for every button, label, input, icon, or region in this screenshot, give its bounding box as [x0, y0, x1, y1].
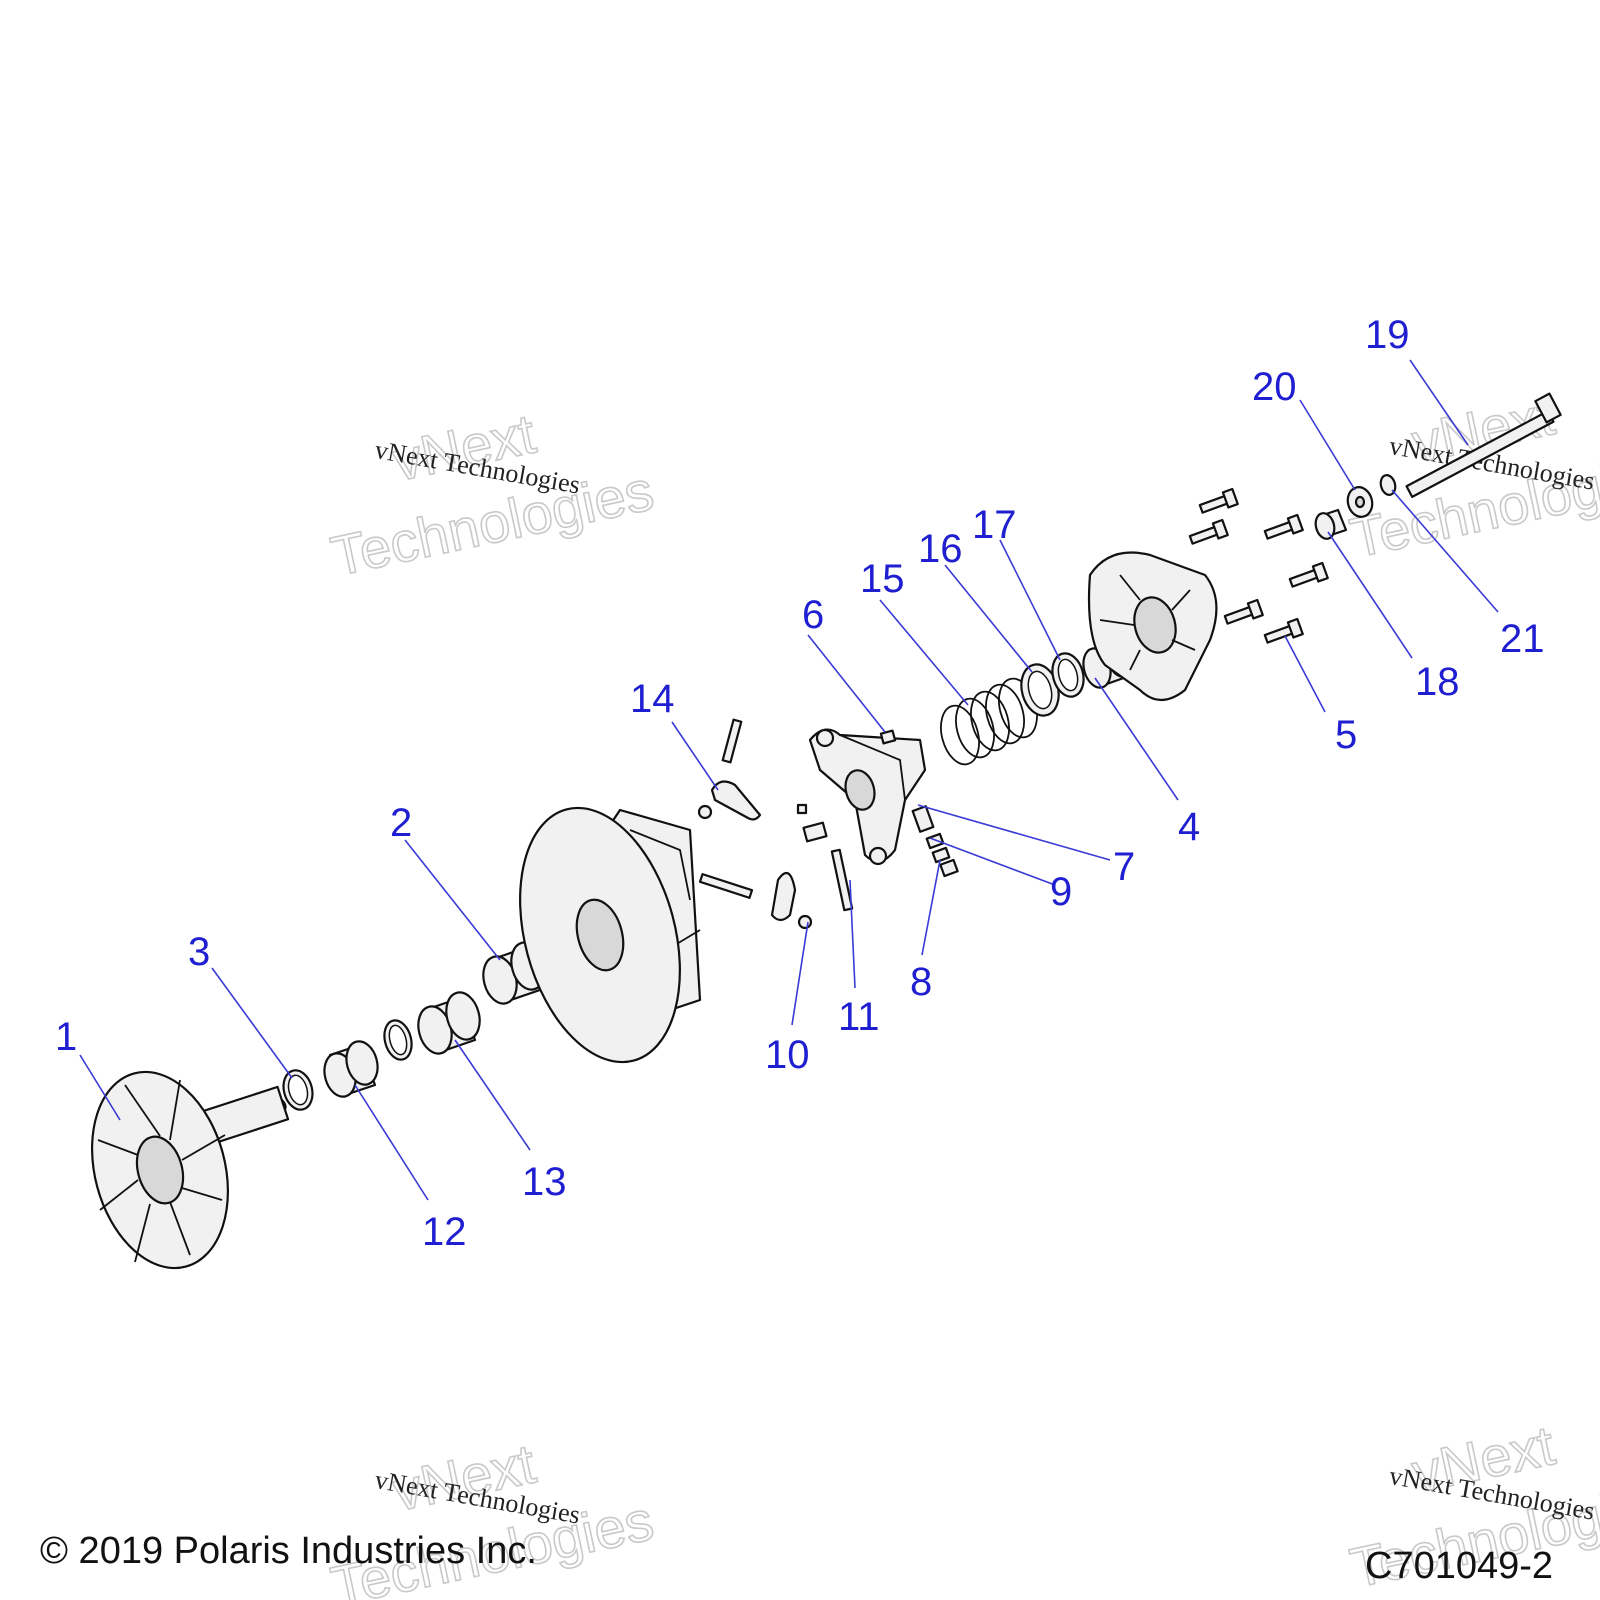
- callout-15: 15: [860, 557, 905, 601]
- callout-21: 21: [1500, 617, 1545, 661]
- part-1-fixed-sheave: [90, 1070, 290, 1270]
- callout-17: 17: [972, 503, 1017, 547]
- part-snap-ring-2: [383, 1019, 413, 1061]
- part-7-roller-pin: [911, 805, 935, 833]
- copyright-notice: © 2019 Polaris Industries Inc.: [40, 1530, 537, 1572]
- part-20-washer: [1346, 486, 1374, 518]
- callout-16: 16: [918, 527, 963, 571]
- callout-7: 7: [1113, 845, 1135, 889]
- callout-12: 12: [422, 1210, 467, 1254]
- callout-18: 18: [1415, 660, 1460, 704]
- part-12-bushing: [323, 1040, 379, 1098]
- part-8-bushing: [939, 858, 959, 878]
- callout-14: 14: [630, 677, 675, 721]
- part-movable-sheave: [519, 806, 702, 1064]
- part-21-ring: [1379, 474, 1397, 496]
- leader-lines: [79, 359, 1499, 1201]
- part-6-roller: [879, 729, 897, 745]
- part-14-roller-arm: [697, 718, 762, 821]
- part-18-spacer: [1314, 508, 1348, 540]
- callout-9: 9: [1050, 870, 1072, 914]
- callout-3: 3: [188, 930, 210, 974]
- part-5-bolts: [1188, 487, 1329, 644]
- callout-numbers: 1 2 3 4 5 6 7 8 9 10 11 12 13 14 15 16 1…: [55, 313, 1545, 1254]
- part-flyweight-hardware: [698, 803, 828, 930]
- watermark-top-left: vNext Technologies: [325, 401, 659, 589]
- part-19-bolt: [1405, 392, 1562, 498]
- part-spider-assembly: [808, 728, 927, 866]
- callout-8: 8: [910, 960, 932, 1004]
- callout-1: 1: [55, 1015, 77, 1059]
- callout-20: 20: [1252, 365, 1297, 409]
- part-11-pin: [830, 848, 854, 912]
- part-9-washer: [925, 832, 951, 864]
- part-17-ring: [1051, 652, 1085, 698]
- part-cover: [1087, 551, 1218, 702]
- part-13-spacer: [417, 991, 481, 1055]
- callout-10: 10: [765, 1033, 810, 1077]
- callout-19: 19: [1365, 313, 1410, 357]
- callout-6: 6: [802, 593, 824, 637]
- part-15-spring: [940, 677, 1038, 766]
- part-3-snap-ring: [282, 1069, 314, 1111]
- callout-2: 2: [390, 801, 412, 845]
- callout-11: 11: [838, 995, 880, 1039]
- callout-4: 4: [1178, 805, 1200, 849]
- drawing-number: C701049-2: [1365, 1545, 1554, 1587]
- callout-13: 13: [522, 1160, 567, 1204]
- callout-5: 5: [1335, 713, 1357, 757]
